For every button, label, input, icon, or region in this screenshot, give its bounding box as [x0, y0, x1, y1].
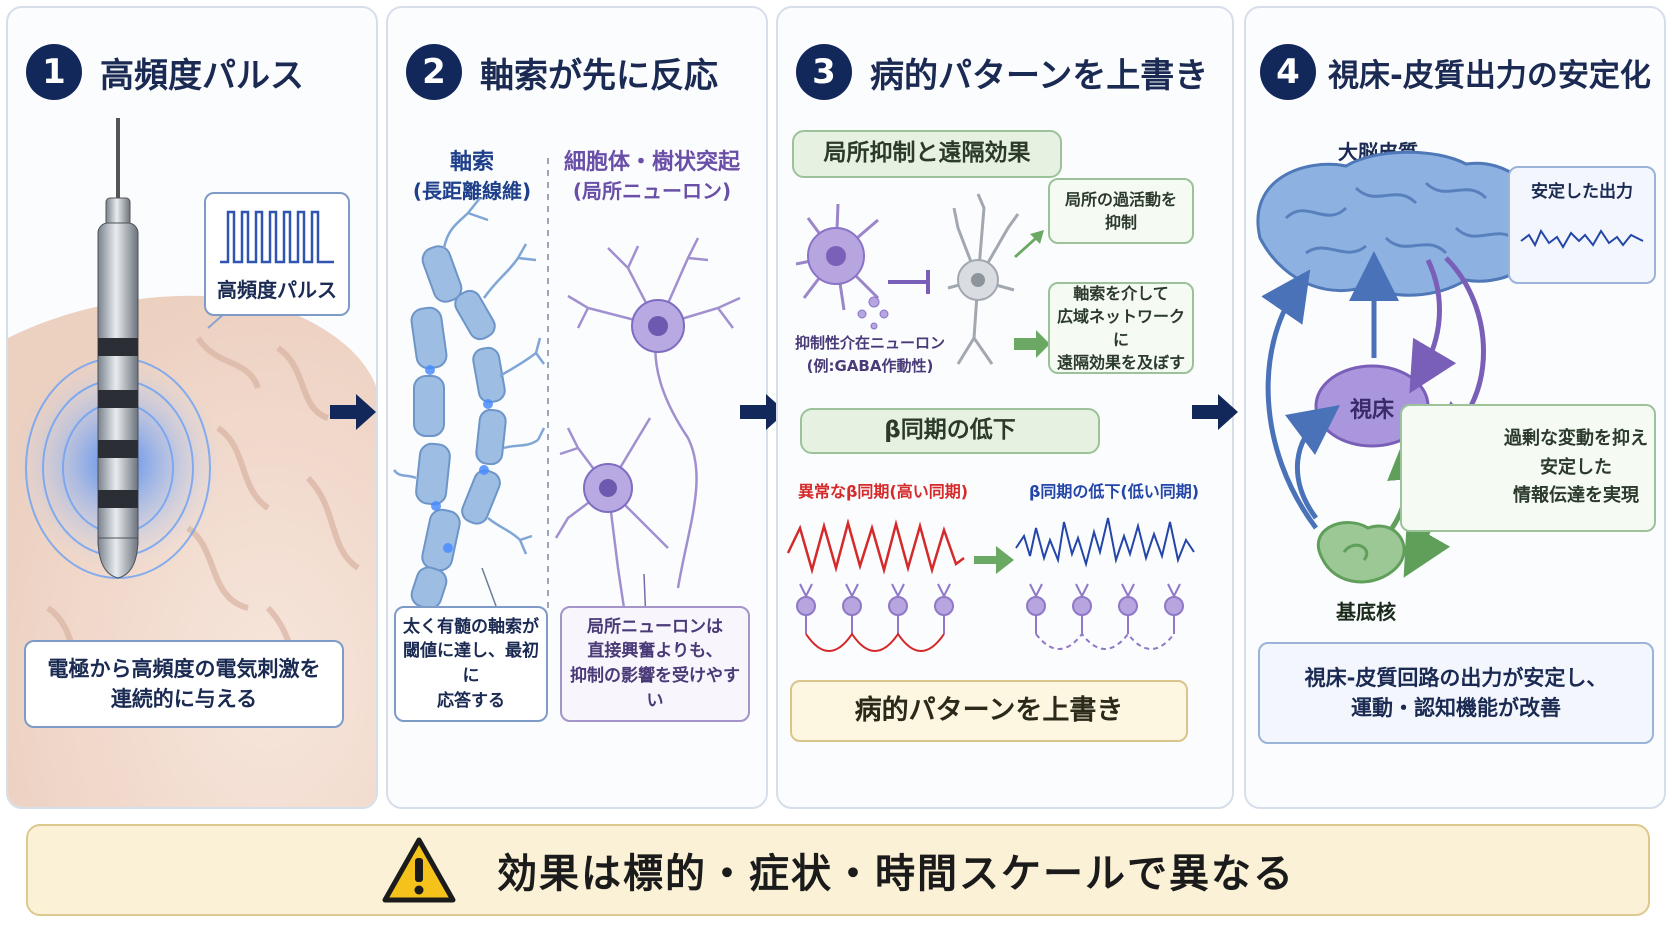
- note-line2: 安定した: [1540, 456, 1612, 478]
- soma-note: 局所ニューロンは 直接興奮よりも、 抑制の影響を受けやすい: [560, 606, 750, 722]
- warning-icon: [382, 837, 456, 903]
- step-number-4: 4: [1260, 44, 1316, 100]
- step-number-2: 2: [406, 44, 462, 100]
- abnormal-beta-label: 異常なβ同期(高い同期): [797, 482, 969, 501]
- axon-note-line1: 太く有髄の軸索が: [403, 616, 539, 637]
- panel1-header: 1 高頻度パルス: [26, 44, 304, 100]
- stable-output-box: 安定した出力: [1508, 166, 1656, 284]
- axon-note: 太く有髄の軸索が 閾値に達し、最初に 応答する: [394, 606, 548, 722]
- local-inhibition-header: 局所抑制と遠隔効果: [792, 130, 1062, 178]
- axon-neuron-illustration: [393, 158, 741, 719]
- panel3-header: 3 病的パターンを上書き: [796, 44, 1208, 100]
- effect2-line2: 広域ネットワークに: [1056, 306, 1185, 349]
- basal-ganglia-label: 基底核: [1336, 600, 1396, 624]
- synchronized-neurons: [796, 596, 1184, 616]
- panel1-description-line1: 電極から高頻度の電気刺激を: [47, 656, 321, 681]
- basal-ganglia-shape: [1316, 521, 1406, 584]
- effect2-line1: 軸索を介して: [1073, 283, 1169, 303]
- soma-heading: 細胞体・樹状突起 (局所ニューロン): [546, 148, 758, 205]
- effect1-line1: 局所の過活動を: [1064, 189, 1177, 209]
- panel1-description: 電極から高頻度の電気刺激を 連続的に与える: [24, 640, 344, 728]
- soma-sub-label: (局所ニューロン): [572, 178, 732, 203]
- summary-line2: 運動・認知機能が改善: [1351, 696, 1561, 720]
- footer-warning-banner: 効果は標的・症状・時間スケールで異なる: [26, 824, 1650, 916]
- flow-arrow-3: [1192, 394, 1238, 430]
- panel1-description-line2: 連続的に与える: [110, 687, 258, 711]
- beta-sync-header: β同期の低下: [800, 408, 1100, 454]
- stabilization-note: 過剰な変動を抑え 安定した 情報伝達を実現: [1400, 404, 1656, 532]
- panel-thalamocortical-stabilization: 4 視床-皮質出力の安定化 大脳皮質 視床 基底核 安定した出力: [1244, 6, 1666, 809]
- summary-line1: 視床-皮質回路の出力が安定し、: [1304, 665, 1608, 690]
- note-line1: 過剰な変動を抑え: [1504, 427, 1648, 449]
- myelinated-axon: [410, 245, 507, 610]
- effect1-line2: 抑制: [1104, 213, 1137, 232]
- soma-note-line1: 局所ニューロンは: [587, 616, 723, 637]
- axon-sub-label: (長距離線維): [412, 178, 532, 203]
- panel3-title: 病的パターンを上書き: [870, 55, 1209, 96]
- footer-warning-text: 効果は標的・症状・時間スケールで異なる: [497, 851, 1295, 897]
- soma-note-line3: 抑制の影響を受けやすい: [570, 666, 740, 711]
- stable-output-wave: [1520, 228, 1644, 249]
- step-number-1: 1: [26, 44, 82, 100]
- note-line3: 情報伝達を実現: [1513, 485, 1639, 507]
- step-number-3: 3: [796, 44, 852, 100]
- reduced-beta-label: β同期の低下(低い同期): [1028, 482, 1200, 501]
- axon-note-line2: 閾値に達し、最初に: [403, 641, 539, 686]
- beta-sync-illustration: [786, 517, 1195, 652]
- flow-arrow-2: [740, 394, 786, 430]
- effect-local-suppression: 局所の過活動を 抑制: [1048, 178, 1194, 244]
- axon-heading: 軸索 (長距離線維): [408, 148, 536, 205]
- panel4-title: 視床-皮質出力の安定化: [1328, 57, 1651, 94]
- panel4-header: 4 視床-皮質出力の安定化: [1260, 44, 1651, 100]
- panel-axon-first: 2 軸索が先に反応 軸索 (長距離線維) 細胞体・樹状突起 (局所ニューロン): [386, 6, 768, 809]
- panel1-title: 高頻度パルス: [100, 55, 304, 96]
- abnormal-beta-wave: [786, 518, 965, 575]
- inhibitory-label-line1: 抑制性介在ニューロン: [794, 334, 945, 352]
- inhibition-illustration: [795, 193, 1050, 365]
- pulse-label: 高頻度パルス: [217, 278, 337, 302]
- effect2-line3: 遠隔効果を及ぼす: [1056, 353, 1185, 373]
- override-pattern-box: 病的パターンを上書き: [790, 680, 1188, 742]
- panel-high-frequency-pulse: 1 高頻度パルス: [6, 6, 378, 809]
- cortex-shape: [1256, 150, 1541, 297]
- thalamus-label: 視床: [1349, 398, 1394, 423]
- panel2-header: 2 軸索が先に反応: [406, 44, 718, 100]
- pulse-train-box: 高頻度パルス: [204, 192, 350, 316]
- panel-override-pattern: 3 病的パターンを上書き 局所抑制と遠隔効果 抑制性介在ニューロン (例:GAB…: [776, 6, 1234, 809]
- inhibitory-neuron-label: 抑制性介在ニューロン (例:GABA作動性): [786, 332, 954, 377]
- pulse-train-icon: [220, 210, 334, 264]
- panel2-title: 軸索が先に反応: [480, 55, 718, 96]
- axon-note-line3: 応答する: [437, 690, 505, 711]
- effect-remote-network: 軸索を介して 広域ネットワークに 遠隔効果を及ぼす: [1048, 282, 1194, 374]
- axon-label: 軸索: [449, 150, 494, 175]
- stable-output-label: 安定した出力: [1531, 182, 1633, 202]
- soma-label: 細胞体・樹状突起: [563, 150, 740, 175]
- panel4-summary: 視床-皮質回路の出力が安定し、 運動・認知機能が改善: [1258, 642, 1654, 744]
- flow-arrow-1: [330, 394, 376, 430]
- reduced-beta-wave: [1015, 517, 1195, 568]
- inhibitory-label-line2: (例:GABA作動性): [806, 356, 934, 375]
- soma-note-line2: 直接興奮よりも、: [587, 641, 723, 662]
